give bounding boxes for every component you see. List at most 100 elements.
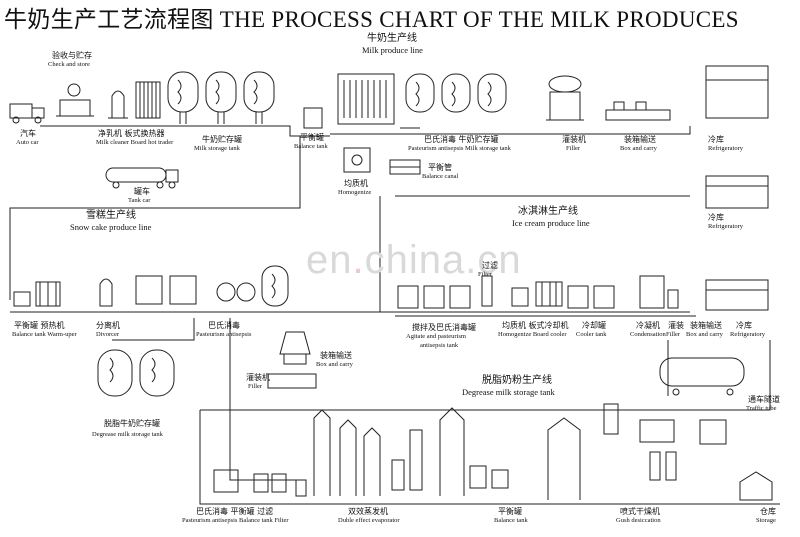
page-title: 牛奶生产工艺流程图 THE PROCESS CHART OF THE MILK … [4, 7, 739, 32]
homogenizer-icon [343, 147, 371, 173]
refrigeratory-icon [705, 65, 769, 119]
box-carry3-cn: 装箱输送 [320, 351, 352, 360]
snow-cake-cn: 雪糕生产线 [86, 210, 136, 221]
refrig2-en: Refrigeratory [708, 223, 744, 230]
tank-car-icon [105, 167, 179, 189]
box-carry1-cn: 装箱输送 [624, 135, 656, 144]
balance-warm-cn: 平衡罐 预热机 [14, 321, 65, 330]
milk-cleaner-icon [108, 90, 128, 119]
gush-dryer-icon [547, 403, 727, 500]
condensation-cn: 冷凝机 [636, 321, 660, 330]
box-carry2-cn: 装箱输送 [690, 321, 722, 330]
agitate-en: Agitate and pasteurism [406, 333, 466, 340]
storage-warehouse-icon [739, 471, 773, 501]
milk-storage-tanks-icon [167, 71, 275, 124]
filler1-en: Filler [566, 145, 581, 152]
box-carry3-en: Box and carry [316, 361, 353, 368]
box-carry-conveyor-icon [605, 101, 671, 121]
auto-car-en: Auto car [16, 139, 39, 146]
refrig1-cn: 冷库 [708, 135, 724, 144]
box-carry2-en: Box and carry [686, 331, 723, 338]
degrease-tank-en: Degrease milk storage tank [92, 431, 163, 438]
homogenize1-en: Homogenize [338, 189, 372, 196]
balance-canal-cn: 平衡管 [428, 163, 452, 172]
traffic-tube-icon [659, 357, 745, 396]
cooler-tanks-icon [567, 285, 615, 309]
box-carry-icon-2 [267, 373, 317, 389]
balance1-cn: 平衡罐 [300, 133, 324, 142]
pasteur1-en: Pasteurism antisepsis Milk storage tank [408, 145, 511, 152]
divorcer-cn: 分离机 [96, 321, 120, 330]
homogenize-cooler-icon [511, 281, 563, 307]
filter1-en: Filter [478, 271, 493, 278]
tank-car-cn: 罐车 [134, 187, 150, 196]
balance1-en: Balance tank [294, 143, 328, 150]
storage1-en: Milk storage tank [194, 145, 240, 152]
storage-room-en: Storage [756, 517, 776, 524]
filler3-en: Filler [248, 383, 263, 390]
condensation-en: Condensation [630, 331, 666, 338]
milk-line-cn: 牛奶生产线 [367, 33, 417, 44]
auto-car-cn: 汽车 [20, 129, 36, 138]
refrig3-en: Refrigeratory [730, 331, 766, 338]
check-store-icon [56, 83, 94, 117]
divorcer-en: Divorcer [96, 331, 120, 338]
balance3-cn: 平衡罐 [498, 507, 522, 516]
check-store-cn: 验收与贮存 [52, 51, 92, 60]
refrig1-en: Refrigeratory [708, 145, 744, 152]
pasteur3-en: Pasteurism antisepsis Balance tank Filte… [182, 517, 289, 524]
evaporator-cn: 双效蒸发机 [348, 507, 388, 516]
watermark: en.china.cn [306, 238, 522, 282]
pasteur2-cn: 巴氏消毒 [208, 321, 240, 330]
divorcer-icon [99, 278, 113, 307]
refrig2-cn: 冷库 [708, 213, 724, 222]
gush-en: Gush desiccation [616, 517, 661, 524]
ice-cream-cn: 冰淇淋生产线 [518, 206, 578, 217]
filter-icon [481, 275, 493, 307]
milk-line-en: Milk produce line [362, 45, 423, 55]
evaporator-en: Duble effect evaporator [338, 517, 400, 524]
filter1-cn: 过滤 [482, 261, 498, 270]
refrigeratory-icon-2 [705, 175, 769, 209]
condensation-icon [639, 275, 679, 309]
snow-cake-en: Snow cake produce line [70, 222, 152, 232]
homogenize1-cn: 均质机 [344, 179, 368, 188]
degrease-tank-cn: 脱脂牛奶贮存罐 [104, 419, 160, 428]
balance-warm-en: Balance tank Warm-uper [12, 331, 77, 338]
balance-canal-en: Balance canal [422, 173, 459, 180]
refrig3-cn: 冷库 [736, 321, 752, 330]
filler1-cn: 灌装机 [562, 135, 586, 144]
pasteur3-cn: 巴氏消毒 平衡罐 过滤 [196, 507, 274, 516]
check-store-en: Check and store [48, 61, 90, 68]
box-carry1-en: Box and carry [620, 145, 657, 152]
agitate-tanks-icon [397, 285, 471, 309]
tank-car-en: Tank car [128, 197, 151, 204]
traffic-tube-en: Traffic tube [746, 405, 777, 412]
refrigeratory-icon-3 [705, 279, 769, 311]
agitate-cn: 搅拌及巴氏消毒罐 [412, 323, 476, 332]
traffic-tube-cn: 通车隧道 [748, 395, 780, 404]
filler-machine-icon [546, 75, 584, 121]
pasteurizer-icon [337, 73, 395, 125]
agitate-en2: antisepsis tank [420, 342, 459, 349]
filler3-cn: 灌装机 [246, 373, 270, 382]
filler-machine-icon-2 [279, 331, 311, 365]
degrease-tanks-icon [97, 349, 175, 397]
filler2-en: Filler [666, 331, 681, 338]
degrease-cn: 脱脂奶粉生产线 [482, 375, 552, 386]
snow-cake-storage-tank-icon [261, 265, 289, 307]
cooler-tank-en: Cooler tank [576, 331, 607, 338]
pasteur1-cn: 巴氏消毒 牛奶贮存罐 [424, 135, 499, 144]
pasteur2-en: Pasteurism antisepsis [196, 331, 252, 338]
cleaner-cn: 净乳机 板式换热器 [98, 129, 165, 138]
balance3-en: Balance tank [494, 517, 528, 524]
storage1-cn: 牛奶贮存罐 [202, 135, 242, 144]
degrease-en: Degrease milk storage tank [462, 387, 555, 397]
cooler-tank-cn: 冷却罐 [582, 321, 606, 330]
storage-room-cn: 仓库 [760, 507, 776, 516]
pasteurized-storage-tanks-icon [405, 73, 507, 113]
auto-car-icon [9, 103, 45, 124]
balance-canal-icon [389, 159, 421, 175]
gush-cn: 喷式干燥机 [620, 507, 660, 516]
